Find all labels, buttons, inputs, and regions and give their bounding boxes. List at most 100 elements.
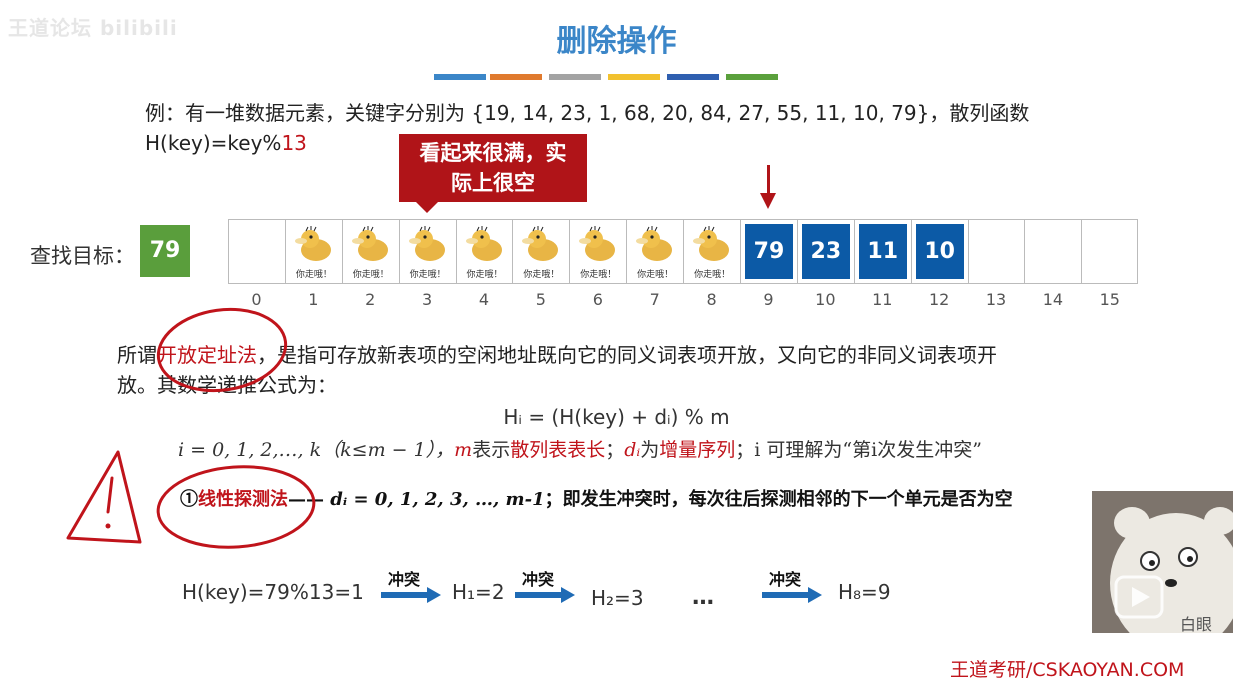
title-underline-segment: [549, 74, 601, 80]
video-overlay[interactable]: 白眼: [1092, 491, 1233, 633]
right-arrow-icon: [381, 587, 441, 603]
cell-index: 12: [928, 290, 950, 309]
psyduck-icon: [465, 226, 502, 261]
cell-index: 8: [706, 290, 717, 309]
psyduck-icon: [294, 226, 331, 261]
hash-cell: 你走哦！: [341, 220, 399, 283]
hash-cell: 你走哦！: [398, 220, 456, 283]
probe-ellipsis: …: [692, 585, 714, 610]
cell-index: 0: [251, 290, 262, 309]
hash-cell: 10: [910, 220, 968, 283]
warning-triangle-icon: [66, 450, 142, 544]
example-line-1: 例：有一堆数据元素，关键字分别为 {19, 14, 23, 1, 68, 20,…: [145, 101, 1030, 125]
hash-cell: 你走哦！: [683, 220, 740, 283]
psyduck-icon: [693, 226, 730, 261]
video-label: 白眼: [1180, 615, 1213, 633]
conflict-label: 冲突: [522, 570, 555, 589]
title-underline-segment: [490, 74, 542, 80]
hash-cell: 你走哦！: [569, 220, 626, 283]
cell-index: 5: [535, 290, 546, 309]
hash-cell: 11: [853, 220, 911, 283]
example-line-2: H(key)=key%13: [145, 131, 307, 155]
pointer-arrow-shaft: [767, 165, 770, 197]
duck-caption: 你走哦！: [295, 270, 332, 280]
hash-cell: 你走哦！: [626, 220, 683, 283]
hash-cell: [1081, 220, 1139, 283]
probe-h8: H₈=9: [838, 580, 891, 604]
linear-probing-line: ①线性探测法—— dᵢ = 0, 1, 2, 3, …, m-1；即发生冲突时，…: [180, 489, 1013, 510]
duck-caption: 你走哦！: [523, 270, 560, 280]
hash-cell: 你走哦！: [512, 220, 569, 283]
callout-line-1: 看起来很满，实: [419, 141, 567, 165]
cell-index: 13: [985, 290, 1007, 309]
cell-index: 11: [872, 290, 893, 309]
duck-caption: 你走哦！: [466, 270, 503, 280]
example-text: 例：有一堆数据元素，关键字分别为 {19, 14, 23, 1, 68, 20,…: [145, 98, 1105, 158]
psyduck-icon: [522, 226, 559, 261]
title-underline-segment: [434, 74, 486, 80]
footer-brand: 王道考研/CSKAOYAN.COM: [950, 659, 1185, 681]
conflict-label: 冲突: [388, 570, 421, 589]
hash-cell: 23: [796, 220, 854, 283]
psyduck-icon: [408, 226, 445, 261]
open-addressing-paragraph: 所谓开放定址法，是指可存放新表项的空闲地址既向它的同义词表项开放，又向它的非同义…: [117, 343, 997, 397]
probe-h1: H₁=2: [452, 580, 505, 604]
hash-cell: [967, 220, 1025, 283]
conflict-label: 冲突: [769, 570, 802, 589]
formula-condition: i = 0, 1, 2,…, k（k≤m − 1），m表示散列表表长；dᵢ为增量…: [178, 439, 982, 461]
psyduck-icon: [351, 226, 388, 261]
cell-index: 1: [308, 290, 319, 309]
cell-index: 7: [649, 290, 660, 309]
callout-box: 看起来很满，实 际上很空: [399, 134, 587, 202]
slide-title: 删除操作: [556, 24, 677, 59]
cell-index: 10: [815, 290, 836, 309]
play-icon[interactable]: [1114, 571, 1164, 621]
cell-index: 3: [422, 290, 433, 309]
psyduck-icon: [636, 226, 673, 261]
duck-caption: 你走哦！: [352, 270, 389, 280]
hash-cell: [1024, 220, 1081, 283]
search-target-value: 79: [140, 225, 190, 277]
hash-cell: 你走哦！: [455, 220, 513, 283]
cell-index: 6: [592, 290, 603, 309]
duck-caption: 你走哦！: [694, 270, 731, 280]
psyduck-icon: [579, 226, 616, 261]
right-arrow-icon: [515, 587, 575, 603]
hash-cell: 79: [740, 220, 797, 283]
warning-exclamation-icon: [106, 476, 114, 514]
probe-h0: H(key)=79%13=1: [182, 580, 364, 604]
callout-tail: [415, 201, 439, 213]
probe-h2: H₂=3: [591, 586, 644, 610]
warning-dot-icon: [105, 523, 111, 529]
title-underline-segment: [667, 74, 719, 80]
cell-value: 23: [801, 224, 850, 279]
duck-caption: 你走哦！: [580, 270, 617, 280]
duck-caption: 你走哦！: [637, 270, 674, 280]
search-target-label: 查找目标：: [30, 244, 135, 268]
cell-index: 15: [1099, 290, 1120, 309]
hash-cell: [228, 220, 285, 283]
cell-value: 11: [858, 224, 907, 279]
duck-caption: 你走哦！: [409, 270, 446, 280]
hash-cell: 你走哦！: [284, 220, 342, 283]
right-arrow-icon: [762, 587, 822, 603]
cell-value: 79: [745, 224, 793, 279]
circle-annotation: [156, 465, 316, 549]
cell-value: 10: [915, 224, 964, 279]
open-addressing-term: 开放定址法: [157, 343, 257, 367]
circle-annotation: [156, 307, 288, 393]
cell-index: 2: [365, 290, 376, 309]
title-underline-segment: [608, 74, 660, 80]
cell-index: 4: [478, 290, 490, 309]
watermark: 王道论坛 bilibili: [8, 16, 178, 40]
title-underline-segment: [726, 74, 778, 80]
cell-index: 14: [1042, 290, 1064, 309]
callout-line-2: 际上很空: [451, 171, 535, 195]
linear-probing-term: 线性探测法: [198, 489, 288, 510]
cell-index: 9: [763, 290, 774, 309]
recurrence-formula: Hᵢ = (H(key) + dᵢ) % m: [503, 405, 730, 429]
pointer-arrow-icon: [760, 193, 776, 209]
